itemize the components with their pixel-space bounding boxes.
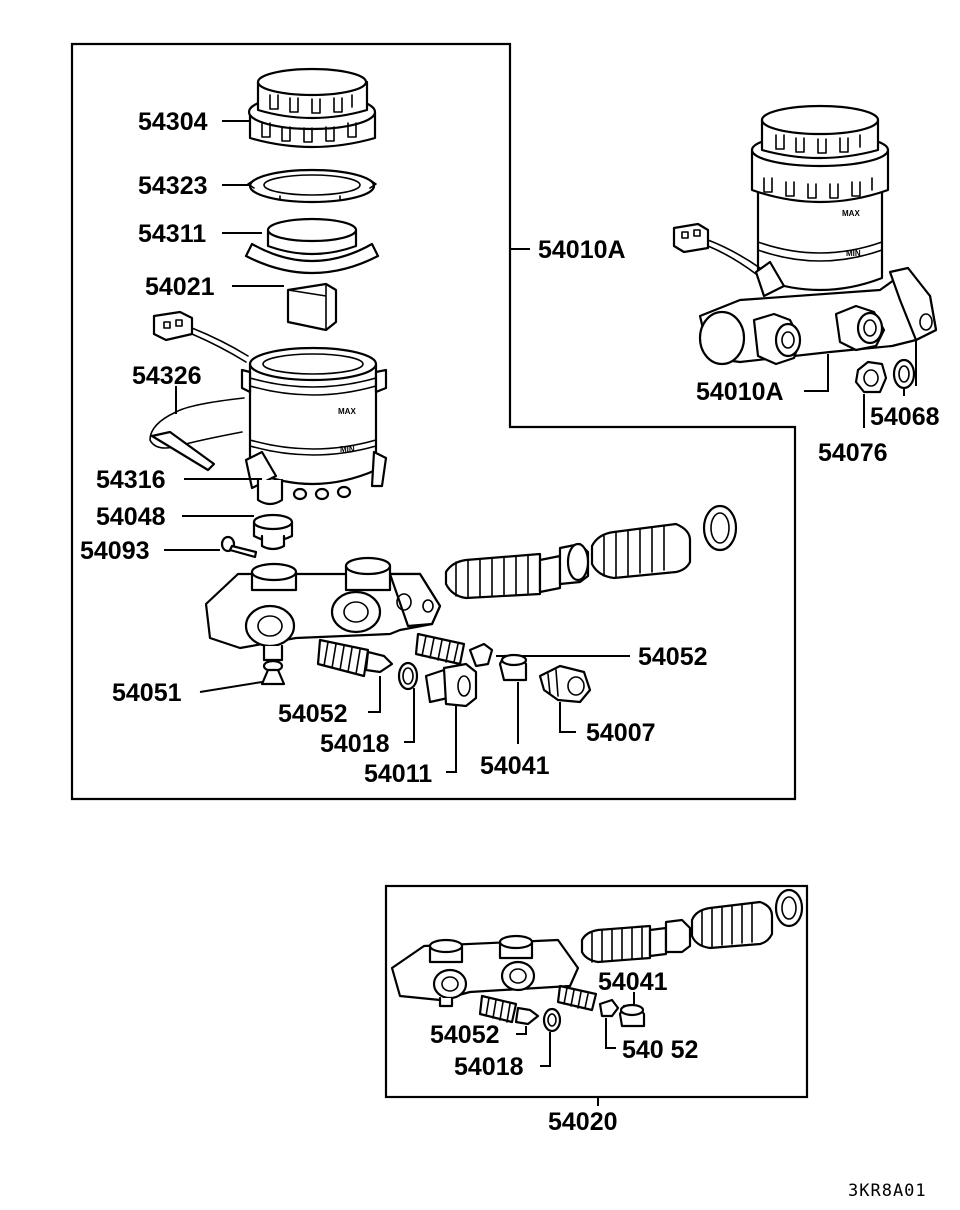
kit-retainer	[618, 1003, 646, 1028]
label-54323: 54323	[138, 172, 208, 200]
kit-cylinder-body	[390, 934, 580, 1008]
kit-secondary-spring	[690, 900, 774, 950]
label-kit-54052-left: 54052	[430, 1021, 500, 1049]
kit-frame	[384, 884, 809, 1099]
label-54007: 54007	[586, 719, 656, 747]
label-54018-left: 54018	[320, 730, 390, 758]
label-54021: 54021	[145, 273, 215, 301]
kit-spring-left	[478, 994, 540, 1026]
max-mark-right: MAX	[842, 209, 860, 218]
retainer	[498, 653, 528, 682]
reservoir-tank: MAX MIN	[240, 346, 388, 506]
bleeder	[260, 668, 286, 686]
nut	[854, 360, 888, 394]
oring-left	[397, 661, 419, 691]
reservoir-cap	[247, 67, 377, 149]
label-54052-right: 54052	[638, 643, 708, 671]
label-54068: 54068	[870, 403, 940, 431]
cylinder-body	[204, 556, 442, 673]
plug	[538, 664, 592, 704]
filter-ring	[247, 168, 377, 204]
kit-spring-right	[556, 984, 620, 1018]
label-54076: 54076	[818, 439, 888, 467]
bolt	[424, 662, 478, 708]
grommet	[252, 513, 294, 551]
label-54052-left: 54052	[278, 700, 348, 728]
primary-piston-spring	[444, 542, 590, 600]
piston-seal-ring	[702, 504, 738, 552]
spring-right	[414, 632, 494, 668]
secondary-piston-spring	[590, 522, 692, 580]
label-54041: 54041	[480, 752, 550, 780]
label-kit-54018: 54018	[454, 1053, 524, 1081]
level-sensor	[149, 310, 249, 472]
min-mark: MIN	[340, 445, 355, 454]
kit-seal-ring	[774, 888, 804, 928]
label-54011: 54011	[364, 760, 432, 788]
label-54311: 54311	[138, 220, 206, 248]
label-kit-54052-right: 540 52	[622, 1036, 698, 1064]
label-54051: 54051	[112, 679, 182, 707]
label-54010A-frame: 54010A	[538, 236, 626, 264]
label-kit-54041: 54041	[598, 968, 668, 996]
main-assembly-frame	[70, 42, 797, 801]
label-54020: 54020	[548, 1108, 618, 1136]
label-54304: 54304	[138, 108, 208, 136]
kit-primary-spring	[580, 918, 692, 964]
min-mark-right: MIN	[846, 249, 861, 258]
pin	[220, 535, 258, 559]
label-54010A-assembly: 54010A	[696, 378, 784, 406]
assembled-master-cylinder: MAX MIN	[672, 104, 938, 366]
label-54316: 54316	[96, 466, 166, 494]
spring-left	[316, 638, 394, 678]
figure-code: 3KR8A01	[848, 1181, 927, 1201]
kit-oring	[542, 1007, 562, 1033]
max-mark: MAX	[338, 407, 356, 416]
diaphragm	[244, 217, 380, 275]
label-54093: 54093	[80, 537, 150, 565]
washer	[892, 358, 916, 390]
label-54048: 54048	[96, 503, 166, 531]
float	[286, 282, 338, 332]
label-54326: 54326	[132, 362, 202, 390]
